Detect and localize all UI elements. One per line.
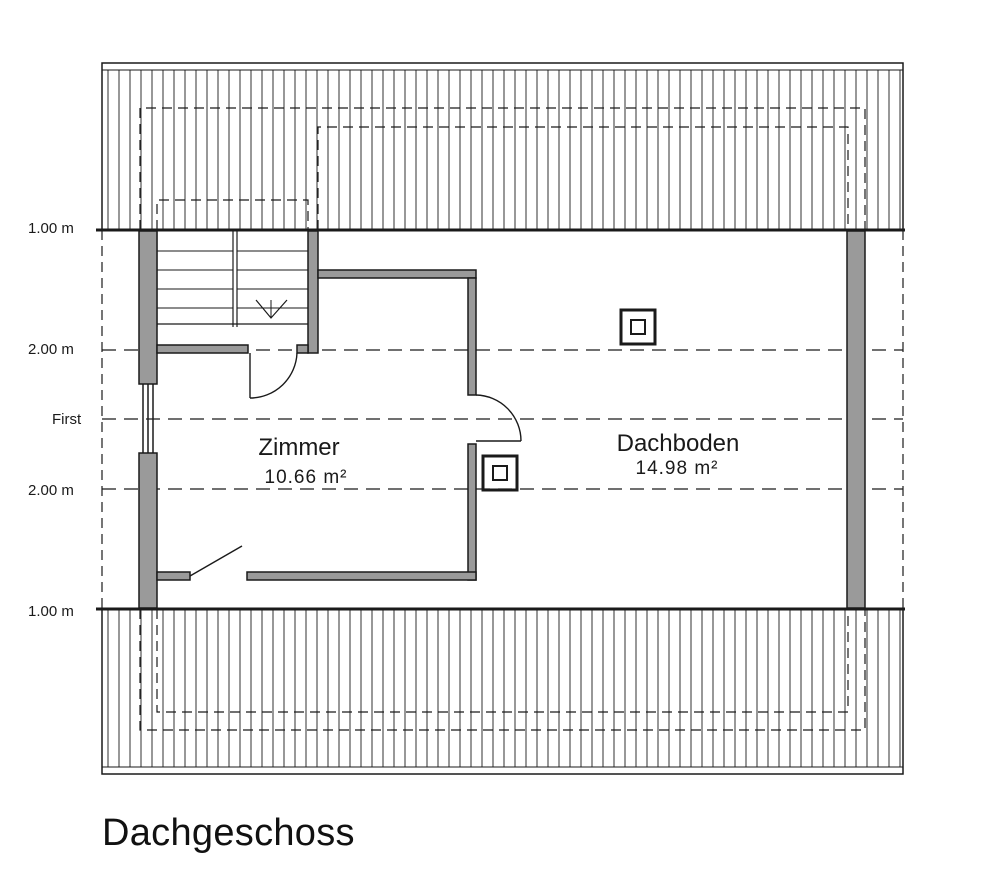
window-left [142,384,154,453]
walls [138,230,866,609]
plan-title: Dachgeschoss [102,812,355,854]
roof-upper [101,62,904,231]
room-name-zimmer: Zimmer [258,434,339,461]
door-swings [189,352,522,577]
label-lower-2m: 2.00 m [28,482,74,499]
room-area-zimmer: 10.66 m² [265,467,348,488]
chimney-upper [619,308,657,346]
label-ridge: First [52,411,82,428]
label-eave-top: 1.00 m [28,220,74,237]
label-upper-2m: 2.00 m [28,341,74,358]
label-eave-bottom: 1.00 m [28,603,74,620]
roof-dashed-outline [139,107,866,731]
room-area-dachboden: 14.98 m² [636,458,719,479]
staircase [156,230,308,327]
room-name-dachboden: Dachboden [617,430,740,457]
roof-lower [101,608,904,775]
chimney-lower [481,454,519,492]
